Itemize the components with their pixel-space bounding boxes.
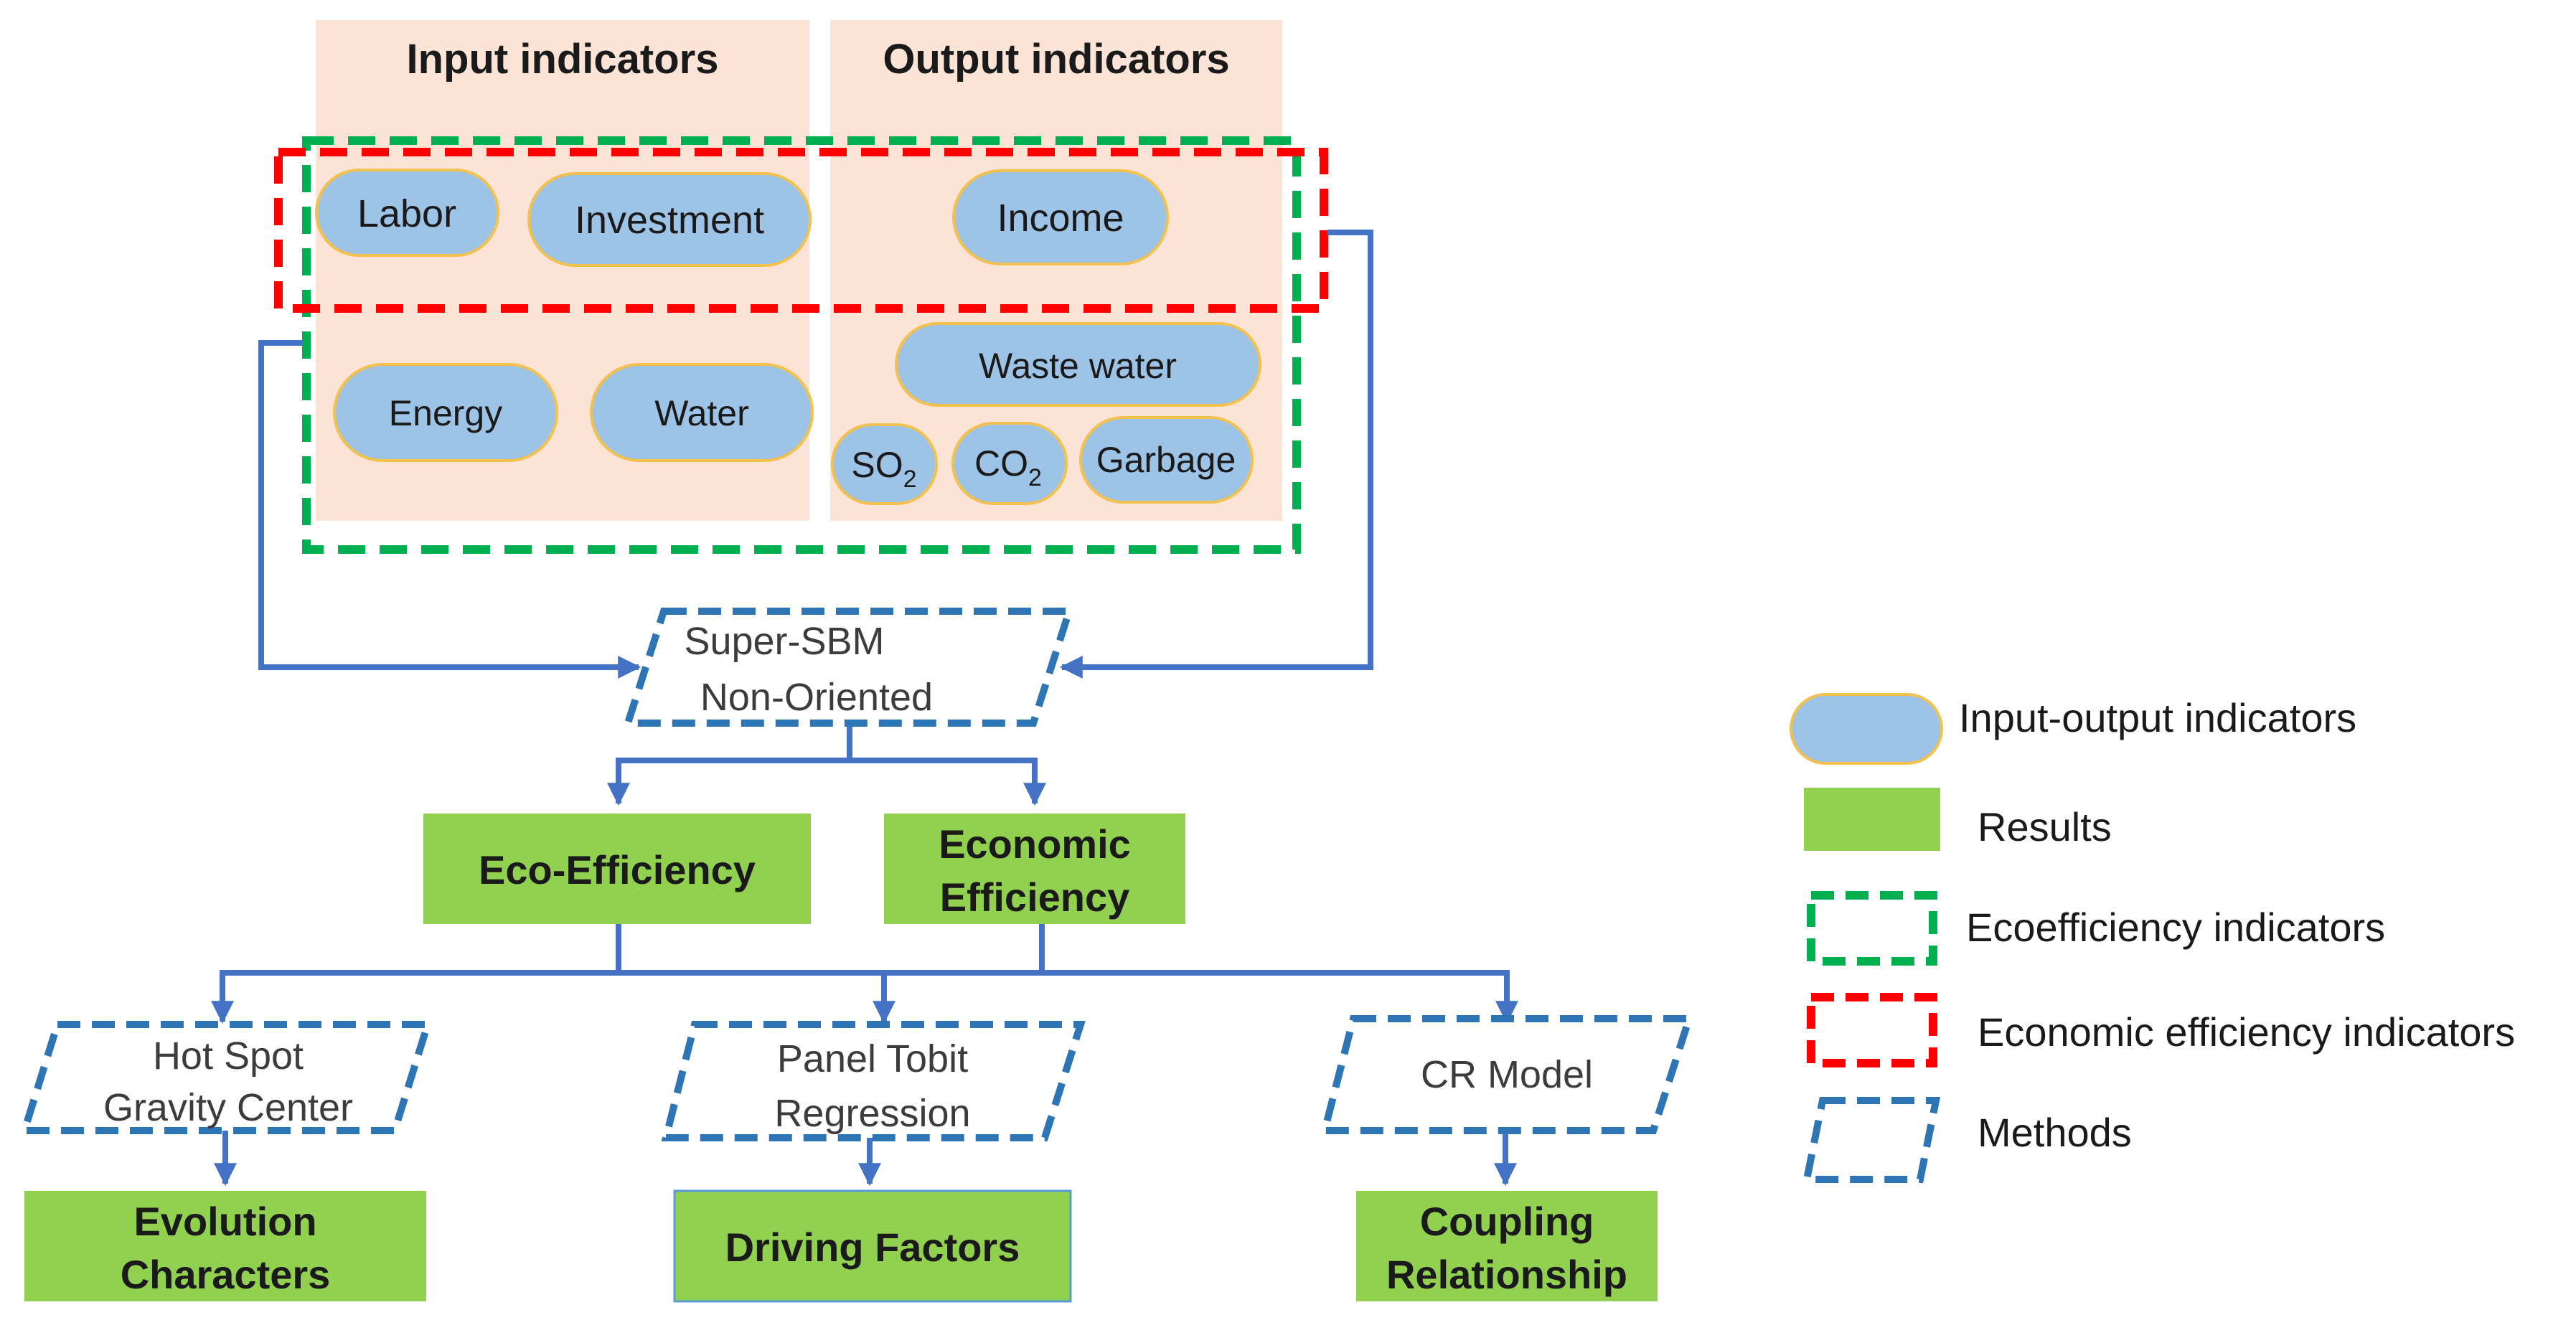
svg-text:Driving Factors: Driving Factors [725,1225,1020,1270]
connector-model-to-economic [850,758,1046,806]
connector-model-branch [607,720,852,806]
indicator-so2: SO2 [831,423,938,505]
svg-text:Regression: Regression [774,1092,970,1135]
svg-text:CR Model: CR Model [1421,1053,1593,1096]
svg-text:Income: Income [997,197,1124,240]
indicator-labor: Labor [315,169,499,257]
svg-text:Hot Spot: Hot Spot [153,1034,304,1078]
connector-output-to-model [1059,230,1373,679]
result-driving-factors: Driving Factors [673,1189,1072,1303]
output-indicators-header: Output indicators [883,36,1229,82]
svg-text:Waste water: Waste water [979,346,1177,386]
svg-text:Non-Oriented: Non-Oriented [700,676,933,719]
svg-text:Investment: Investment [575,199,764,242]
svg-text:Coupling: Coupling [1420,1199,1594,1244]
svg-text:Characters: Characters [121,1252,331,1297]
svg-text:Input-output indicators: Input-output indicators [1959,695,2356,740]
svg-text:Methods: Methods [1978,1110,2132,1155]
method-panel-tobit-regression: Panel Tobit Regression [661,1021,1086,1141]
indicator-garbage: Garbage [1079,416,1254,504]
svg-text:Super-SBM: Super-SBM [684,620,884,663]
svg-text:Economic: Economic [939,821,1131,867]
result-eco-efficiency: Eco-Efficiency [423,814,811,924]
svg-text:SO2: SO2 [851,445,916,493]
svg-text:CO2: CO2 [974,443,1042,491]
indicator-water: Water [590,363,814,462]
svg-text:Energy: Energy [389,393,502,433]
economic-efficiency-indicator-group [274,148,1328,313]
svg-text:Economic efficiency indicators: Economic efficiency indicators [1978,1009,2515,1055]
svg-text:Garbage: Garbage [1096,440,1236,480]
legend-item-econ-indicators: Economic efficiency indicators [1807,993,2515,1067]
method-cr-model: CR Model [1320,1015,1694,1134]
svg-text:Evolution: Evolution [133,1199,316,1244]
svg-text:Efficiency: Efficiency [940,874,1130,920]
indicator-income: Income [952,169,1169,265]
svg-text:Eco-Efficiency: Eco-Efficiency [479,847,756,892]
svg-text:Ecoefficiency indicators: Ecoefficiency indicators [1966,905,2385,950]
legend-item-results: Results [1804,788,2112,851]
method-hot-spot-gravity-center: Hot Spot Gravity Center [19,1021,433,1134]
svg-text:Gravity Center: Gravity Center [103,1086,353,1129]
result-coupling-relationship: Coupling Relationship [1356,1191,1658,1301]
input-indicators-header: Input indicators [407,36,719,82]
legend-item-eco-indicators: Ecoefficiency indicators [1807,891,2385,966]
indicator-investment: Investment [527,172,812,267]
result-economic-efficiency: Economic Efficiency [884,814,1185,924]
legend: Input-output indicators Results Ecoeffic… [1790,693,2515,1183]
svg-text:Labor: Labor [357,192,456,235]
indicator-energy: Energy [333,363,558,462]
connectors [211,230,1518,1187]
legend-item-methods: Methods [1802,1097,2132,1183]
connector-input-to-model [258,340,641,679]
super-sbm-method: Super-SBM Non-Oriented [623,608,1074,727]
svg-text:Results: Results [1978,804,2112,849]
legend-item-indicators: Input-output indicators [1790,693,2356,765]
indicator-waste-water: Waste water [895,322,1261,407]
eco-efficiency-indicator-group [302,136,1301,554]
result-evolution-characters: Evolution Characters [24,1191,426,1301]
connector-methods-bar [211,970,1518,1024]
indicator-co2: CO2 [951,422,1068,505]
svg-text:Relationship: Relationship [1386,1252,1627,1297]
svg-text:Panel Tobit: Panel Tobit [777,1037,968,1080]
svg-text:Water: Water [654,393,749,433]
